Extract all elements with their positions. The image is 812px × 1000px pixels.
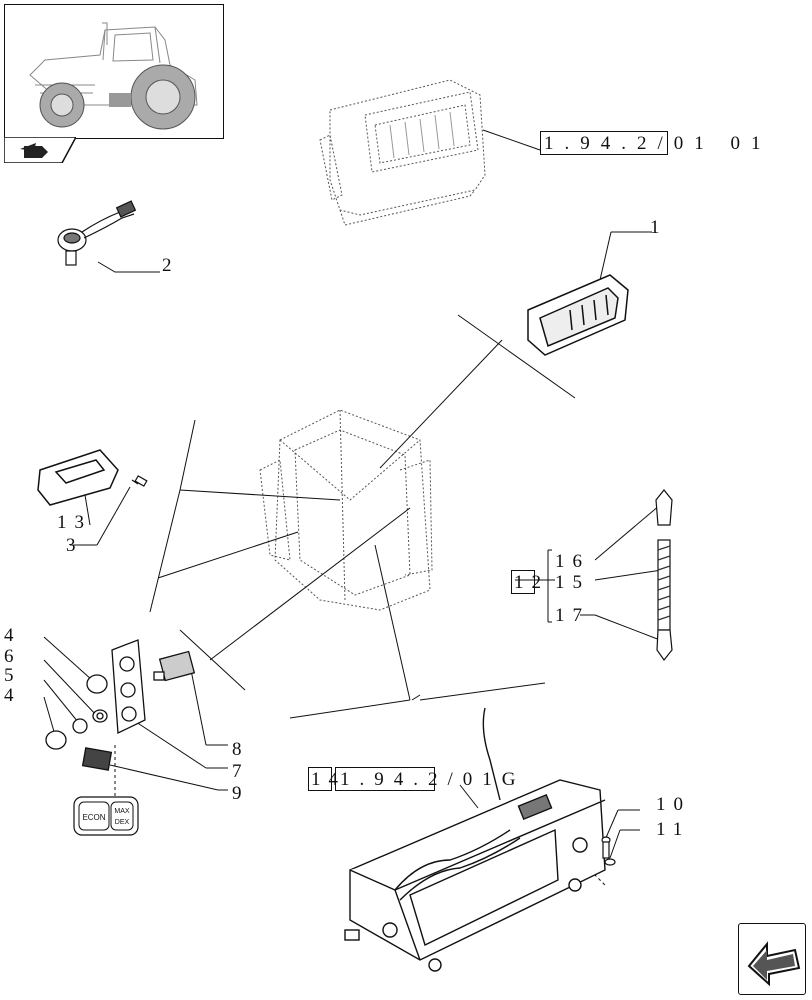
- callout-17: 17: [555, 605, 590, 626]
- callout-16: 16: [555, 551, 590, 572]
- part-bolt-10: [601, 836, 616, 866]
- ref-top[interactable]: 1.94.2/01 01: [544, 133, 772, 154]
- cab-roof-outline: [319, 79, 486, 226]
- callout-6: 6: [4, 646, 22, 667]
- callout-4b: 4: [4, 685, 22, 706]
- next-page-button[interactable]: [738, 923, 806, 995]
- callout-9: 9: [232, 783, 250, 804]
- callout-8: 8: [232, 739, 250, 760]
- ref-box-bottom: [335, 767, 435, 791]
- ref-bracket[interactable]: 12: [514, 572, 549, 593]
- part-control-panel: [111, 639, 146, 735]
- tractor-thumbnail: [4, 4, 224, 139]
- part-plugs: [45, 674, 108, 750]
- ref-box-bottom-prefix: [308, 767, 332, 791]
- part-spring-assembly: [655, 489, 673, 662]
- part-heater-box: [344, 707, 606, 972]
- ref-bottom[interactable]: 1.94.2/01G: [340, 769, 526, 790]
- badge-econ: ECON: [82, 813, 105, 822]
- ref-box-top: [540, 131, 668, 155]
- ref-bottom-prefix[interactable]: 14: [311, 769, 346, 790]
- cab-frame-outline: [259, 409, 433, 611]
- part-vent-grille: [527, 274, 629, 356]
- econ-maxdex-badge: ECON MAX DEX: [73, 796, 139, 836]
- callout-1: 1: [650, 217, 668, 238]
- part-gasket: [37, 449, 119, 506]
- callout-15: 15: [555, 572, 590, 593]
- part-sensor: [57, 200, 137, 266]
- callout-11: 11: [656, 819, 691, 840]
- callout-2: 2: [162, 255, 180, 276]
- part-switch-8: [153, 650, 196, 682]
- callout-10: 10: [656, 794, 691, 815]
- badge-dex: DEX: [115, 819, 130, 826]
- badge-max: MAX: [114, 808, 130, 815]
- tractor-thumbnail-icon: [29, 22, 198, 130]
- part-screw: [131, 475, 148, 487]
- callout-13: 13: [57, 512, 92, 533]
- ref-box-bracket: [511, 570, 535, 594]
- next-page-arrow-icon: [747, 941, 801, 987]
- leader-lines: [43, 129, 663, 886]
- callout-3: 3: [66, 535, 84, 556]
- part-switch-9: [81, 747, 113, 771]
- book-tab-icon: [4, 137, 76, 163]
- callout-5: 5: [4, 665, 22, 686]
- callout-7: 7: [232, 761, 250, 782]
- callout-4a: 4: [4, 625, 22, 646]
